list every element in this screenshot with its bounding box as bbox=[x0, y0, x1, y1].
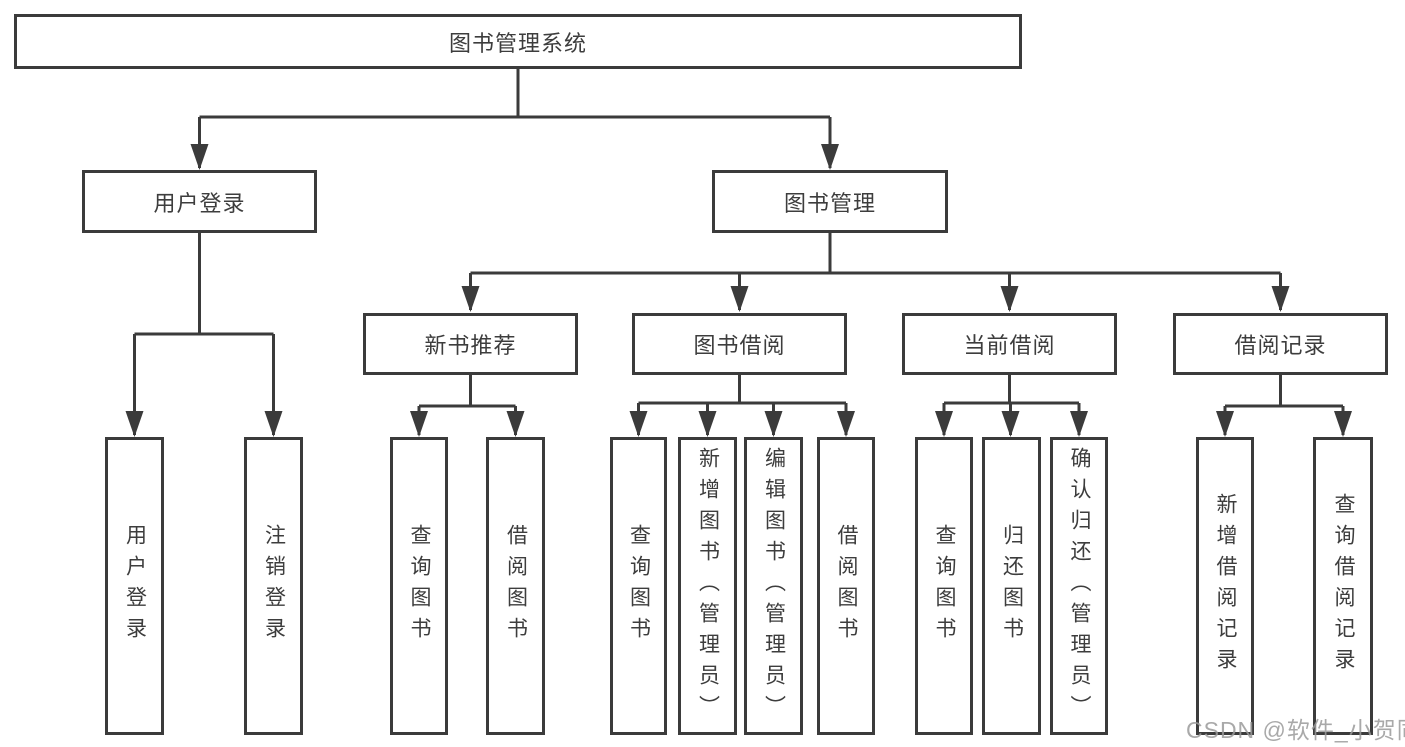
leaf-add-borrow-record: 新增借阅记录 bbox=[1196, 437, 1254, 735]
leaf-borrow-books-recommend: 借阅图书 bbox=[486, 437, 545, 735]
node-borrow-record: 借阅记录 bbox=[1173, 313, 1388, 375]
leaf-logout-login: 注销登录 bbox=[244, 437, 303, 735]
node-new-book-recommend: 新书推荐 bbox=[363, 313, 578, 375]
leaf-confirm-return-admin: 确认归还（管理员） bbox=[1050, 437, 1108, 735]
node-current-borrow: 当前借阅 bbox=[902, 313, 1117, 375]
leaf-query-books-current: 查询图书 bbox=[915, 437, 973, 735]
leaf-add-book-admin: 新增图书（管理员） bbox=[678, 437, 737, 735]
csdn-watermark: CSDN @软件_小贺同学 bbox=[1186, 717, 1405, 743]
node-user-login: 用户登录 bbox=[82, 170, 317, 233]
leaf-query-borrow-record: 查询借阅记录 bbox=[1313, 437, 1373, 735]
leaf-user-login: 用户登录 bbox=[105, 437, 164, 735]
leaf-return-books: 归还图书 bbox=[982, 437, 1041, 735]
node-library-management-system: 图书管理系统 bbox=[14, 14, 1022, 69]
node-book-borrow: 图书借阅 bbox=[632, 313, 847, 375]
leaf-query-books-borrow: 查询图书 bbox=[610, 437, 667, 735]
leaf-edit-book-admin: 编辑图书（管理员） bbox=[744, 437, 803, 735]
node-book-management: 图书管理 bbox=[712, 170, 948, 233]
leaf-borrow-books: 借阅图书 bbox=[817, 437, 875, 735]
leaf-query-books-recommend: 查询图书 bbox=[390, 437, 448, 735]
